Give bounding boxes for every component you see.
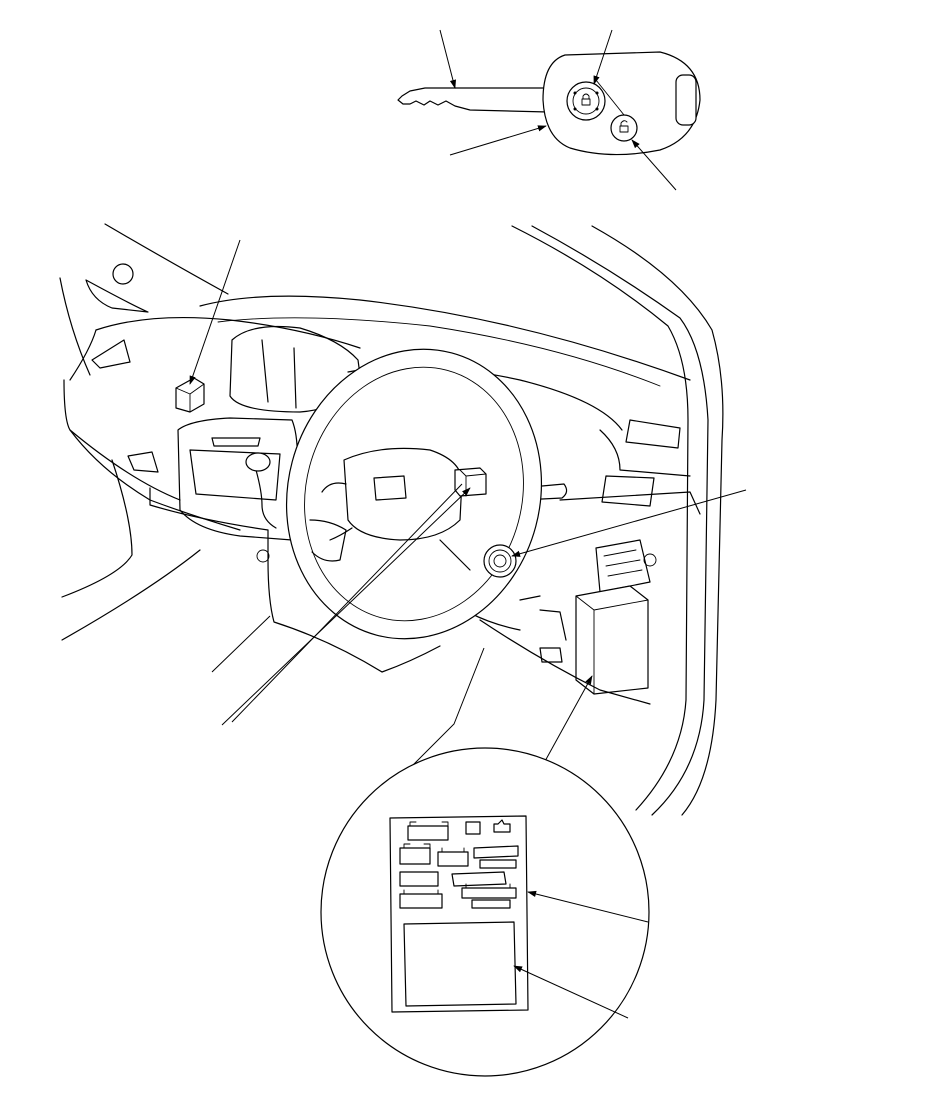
key-head bbox=[543, 52, 700, 155]
leader-control-unit-area bbox=[513, 966, 628, 1018]
leader-key-head bbox=[450, 125, 547, 155]
unlock-icon bbox=[620, 126, 628, 132]
steering-wheel-hub bbox=[344, 448, 462, 540]
leader-ignition-module-a bbox=[222, 487, 471, 725]
steering-wheel-emblem bbox=[374, 476, 406, 500]
right-door-frame bbox=[512, 226, 688, 810]
unlock-button bbox=[611, 115, 637, 141]
windshield-base bbox=[200, 296, 690, 380]
leader-lock-button bbox=[594, 30, 612, 85]
leader-unlock-button bbox=[631, 139, 676, 190]
leader-ignition-module-b bbox=[232, 484, 462, 722]
immobilizer-receiver bbox=[484, 545, 516, 577]
key-blade bbox=[398, 88, 548, 112]
dashboard-illustration bbox=[60, 224, 723, 815]
lock-icon bbox=[582, 99, 590, 105]
control-unit bbox=[576, 586, 648, 694]
mirror-adjuster-knob bbox=[113, 264, 133, 284]
fuse-relay-box bbox=[390, 816, 528, 1012]
center-console bbox=[178, 418, 297, 540]
left-door-panel bbox=[60, 278, 90, 375]
lower-dash-panel bbox=[268, 560, 440, 672]
leader-lower-panel bbox=[212, 616, 270, 672]
leader-fuse-box bbox=[527, 890, 648, 922]
key-ring-slot bbox=[676, 75, 696, 125]
detail-circle bbox=[321, 748, 649, 1076]
leader-key-blade bbox=[440, 30, 457, 89]
leader-left-module bbox=[190, 240, 240, 385]
lock-button bbox=[567, 82, 605, 120]
fuse-box-detail bbox=[321, 748, 649, 1076]
ignition-switch-module bbox=[455, 468, 486, 496]
control-unit-area bbox=[404, 922, 516, 1006]
leader-receiver bbox=[511, 490, 746, 557]
ignition-key bbox=[398, 52, 700, 155]
